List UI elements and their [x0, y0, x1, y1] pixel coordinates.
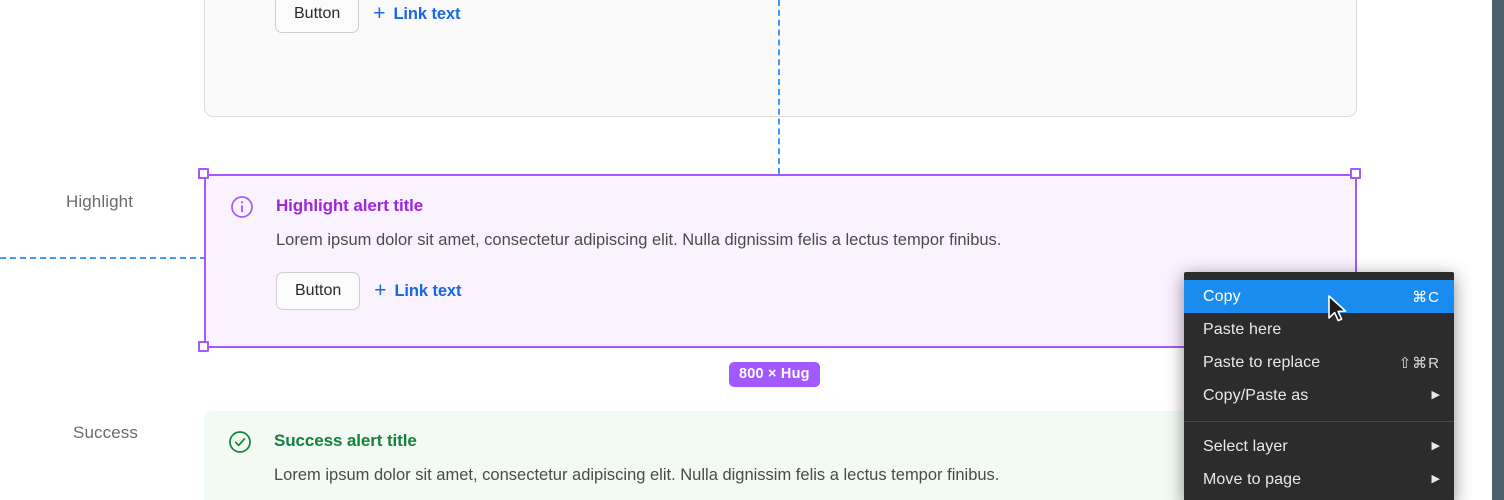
alert-body: Success alert title Lorem ipsum dolor si…	[228, 429, 1333, 486]
alert-body: Highlight alert title Lorem ipsum dolor …	[230, 194, 1331, 310]
right-edge-strip	[1492, 0, 1504, 500]
context-menu-item-shortcut: ⇧⌘R	[1398, 354, 1440, 372]
context-menu-item-label: Paste to replace	[1203, 353, 1321, 371]
context-menu-item-paste-here[interactable]: Paste here	[1184, 313, 1454, 346]
selection-size-badge: 800 × Hug	[729, 362, 820, 387]
context-menu-item-select-layer[interactable]: Select layer ▶	[1184, 430, 1454, 463]
selection-handle-top-right[interactable]	[1350, 168, 1361, 179]
row-label-success: Success	[73, 423, 138, 442]
alert-link[interactable]: + Link text	[373, 1, 461, 25]
context-menu-item-label: Select layer	[1203, 437, 1288, 455]
chevron-right-icon: ▶	[1431, 473, 1440, 485]
context-menu-item-paste-to-replace[interactable]: Paste to replace ⇧⌘R	[1184, 346, 1454, 379]
context-menu-item-label: Copy/Paste as	[1203, 386, 1309, 404]
context-menu-item-label: Move to page	[1203, 470, 1302, 488]
selection-handle-top-left[interactable]	[198, 168, 209, 179]
context-menu-item-shortcut: ⌘C	[1412, 288, 1440, 306]
alert-title: Highlight alert title	[276, 196, 424, 215]
context-menu-separator	[1184, 421, 1454, 422]
context-menu-item-copy-paste-as[interactable]: Copy/Paste as ▶	[1184, 379, 1454, 412]
context-menu[interactable]: Copy ⌘C Paste here Paste to replace ⇧⌘R …	[1184, 272, 1454, 500]
alert-actions: Button + Link text	[275, 0, 1332, 33]
alert-button[interactable]: Button	[275, 0, 360, 33]
context-menu-item-copy[interactable]: Copy ⌘C	[1184, 280, 1454, 313]
alert-actions: Button + Link text	[276, 272, 1331, 310]
chevron-right-icon: ▶	[1431, 440, 1440, 452]
plus-icon: +	[373, 1, 386, 25]
alert-title: Success alert title	[274, 431, 417, 450]
chevron-right-icon: ▶	[1431, 389, 1440, 401]
vertical-guide	[778, 0, 780, 174]
horizontal-guide	[0, 257, 206, 259]
alert-card-highlight[interactable]: Highlight alert title Lorem ipsum dolor …	[204, 174, 1357, 348]
context-menu-item-label: Copy	[1203, 287, 1241, 305]
alert-description: Lorem ipsum dolor sit amet, consectetur …	[274, 466, 1000, 484]
selection-handle-bottom-left[interactable]	[198, 341, 209, 352]
alert-link-label: Link text	[393, 4, 461, 23]
context-menu-item-label: Paste here	[1203, 320, 1282, 338]
alert-description: Lorem ipsum dolor sit amet, consectetur …	[276, 231, 1002, 249]
row-label-highlight: Highlight	[66, 192, 134, 211]
alert-link-label: Link text	[394, 281, 462, 300]
alert-body: Lorem ipsum dolor sit amet, consectetur …	[229, 0, 1332, 33]
alert-link[interactable]: + Link text	[374, 278, 462, 302]
info-circle-icon	[230, 195, 254, 219]
alert-card-default[interactable]: Lorem ipsum dolor sit amet, consectetur …	[204, 0, 1357, 117]
plus-icon: +	[374, 278, 387, 302]
alert-card-success[interactable]: Success alert title Lorem ipsum dolor si…	[204, 411, 1357, 500]
context-menu-item-move-to-page[interactable]: Move to page ▶	[1184, 463, 1454, 496]
check-circle-icon	[228, 430, 252, 454]
alert-button[interactable]: Button	[276, 272, 361, 310]
